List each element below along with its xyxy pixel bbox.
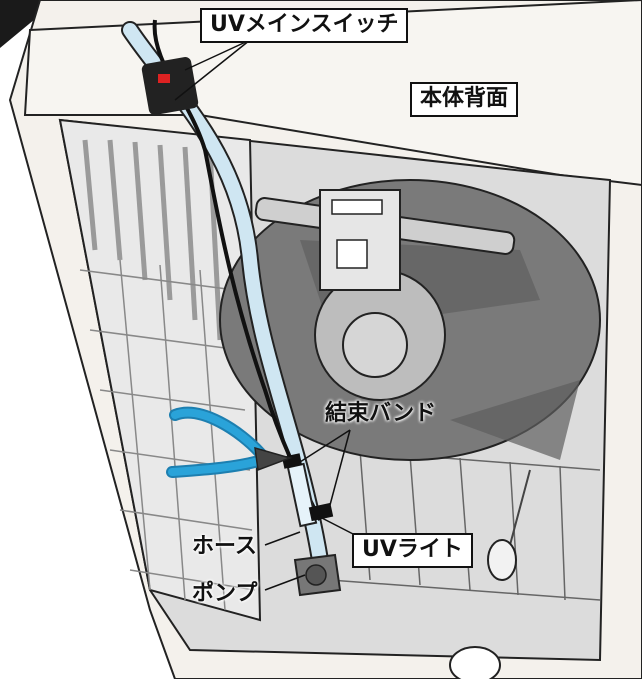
uv-main-switch-label: UVメインスイッチ xyxy=(200,8,409,43)
uv-switch-icon xyxy=(141,57,199,115)
drain-hole xyxy=(449,646,501,679)
float-device xyxy=(487,469,531,581)
leader-lines xyxy=(174,39,356,591)
hose-label: ホース xyxy=(192,534,257,559)
pump-label: ポンプ xyxy=(192,581,258,606)
unit-back-label: 本体背面 xyxy=(410,82,519,117)
uv-light-icon xyxy=(281,453,334,528)
pump-icon xyxy=(293,553,342,597)
fan-icon xyxy=(219,179,601,461)
pliers-icon xyxy=(166,406,293,478)
cable-tie-label: 結束バンド xyxy=(325,401,437,426)
filter-grid xyxy=(58,118,262,622)
uv-light-label: UVライト xyxy=(352,533,473,568)
